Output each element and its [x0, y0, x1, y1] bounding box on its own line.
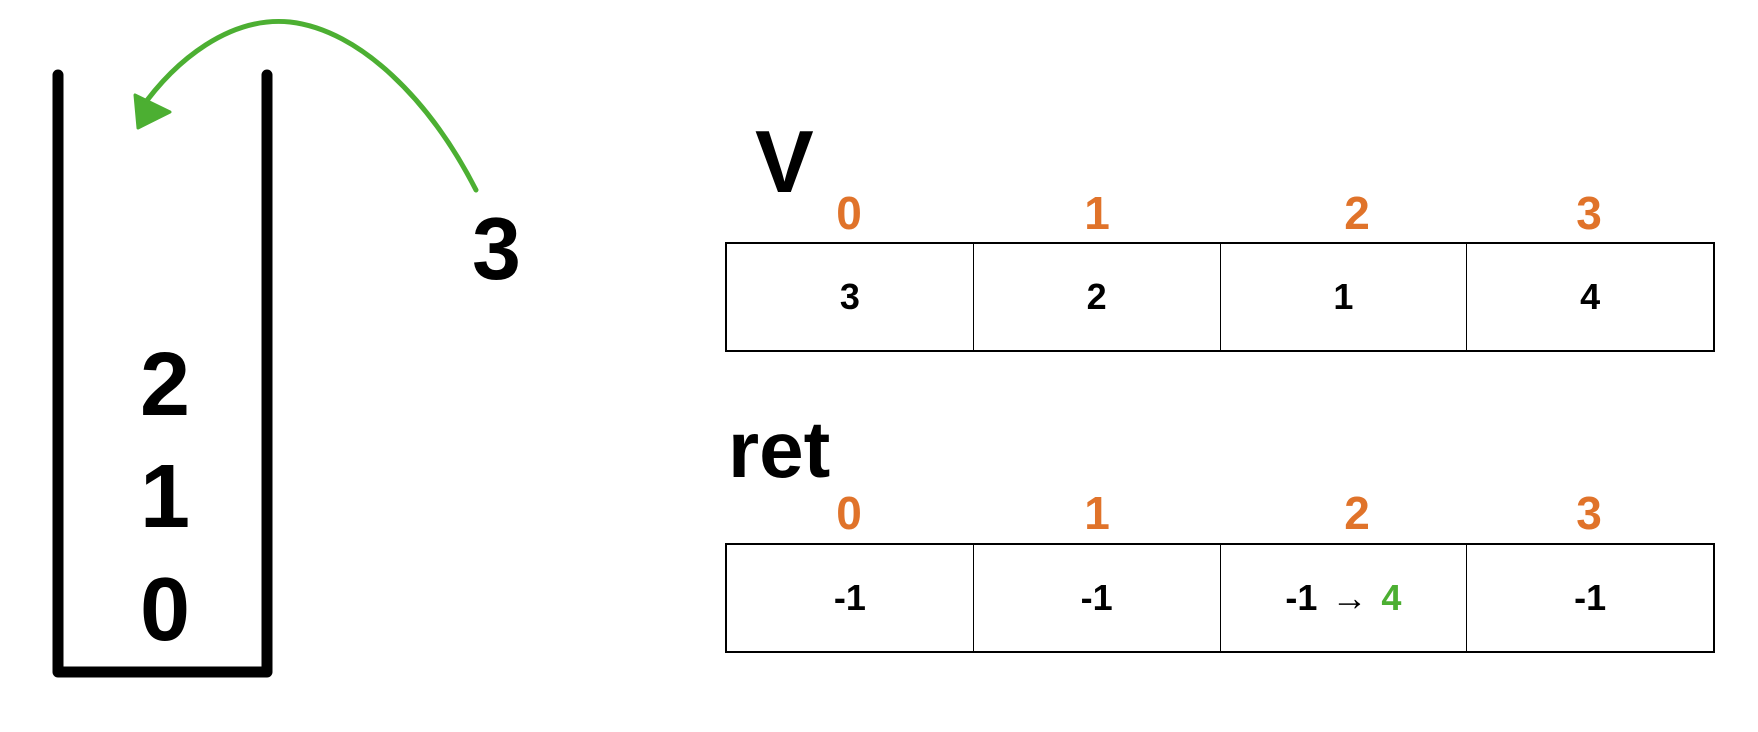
array-v-cell: 2 [974, 244, 1221, 350]
array-ret: -1 -1 -1 → 4 -1 [725, 543, 1715, 653]
push-arrow [133, 18, 479, 193]
array-v-cell: 1 [1221, 244, 1468, 350]
old-value: -1 [1285, 577, 1318, 618]
array-ret-cell: -1 [974, 545, 1221, 651]
array-ret-title: ret [728, 405, 831, 494]
index-label: 3 [1576, 187, 1602, 239]
array-ret-index-row: 0 1 2 3 [725, 490, 1715, 540]
array-ret-cell: -1 [1574, 577, 1607, 618]
index-label: 0 [836, 487, 862, 539]
array-v-title: V [755, 112, 814, 211]
stack-item: 2 [139, 335, 191, 435]
index-label: 1 [1084, 187, 1110, 239]
index-label: 1 [1084, 487, 1110, 539]
push-arrow-head [133, 93, 172, 130]
index-label: 0 [836, 187, 862, 239]
stack-container [52, 69, 273, 678]
index-label: 2 [1344, 187, 1370, 239]
right-arrow-icon: → [1331, 577, 1368, 618]
array-v: 3 2 1 4 [725, 242, 1715, 352]
index-label: 3 [1576, 487, 1602, 539]
new-value: 4 [1381, 577, 1402, 618]
array-ret-cell-updated: -1 → 4 [1221, 545, 1468, 651]
stack-item: 0 [139, 560, 191, 660]
array-v-cell: 4 [1580, 276, 1601, 317]
stack-item: 1 [139, 447, 191, 547]
index-label: 2 [1344, 487, 1370, 539]
array-ret-cell: -1 [727, 545, 974, 651]
array-v-cell: 3 [727, 244, 974, 350]
array-v-index-row: 0 1 2 3 [725, 190, 1715, 240]
incoming-value: 3 [472, 199, 521, 298]
